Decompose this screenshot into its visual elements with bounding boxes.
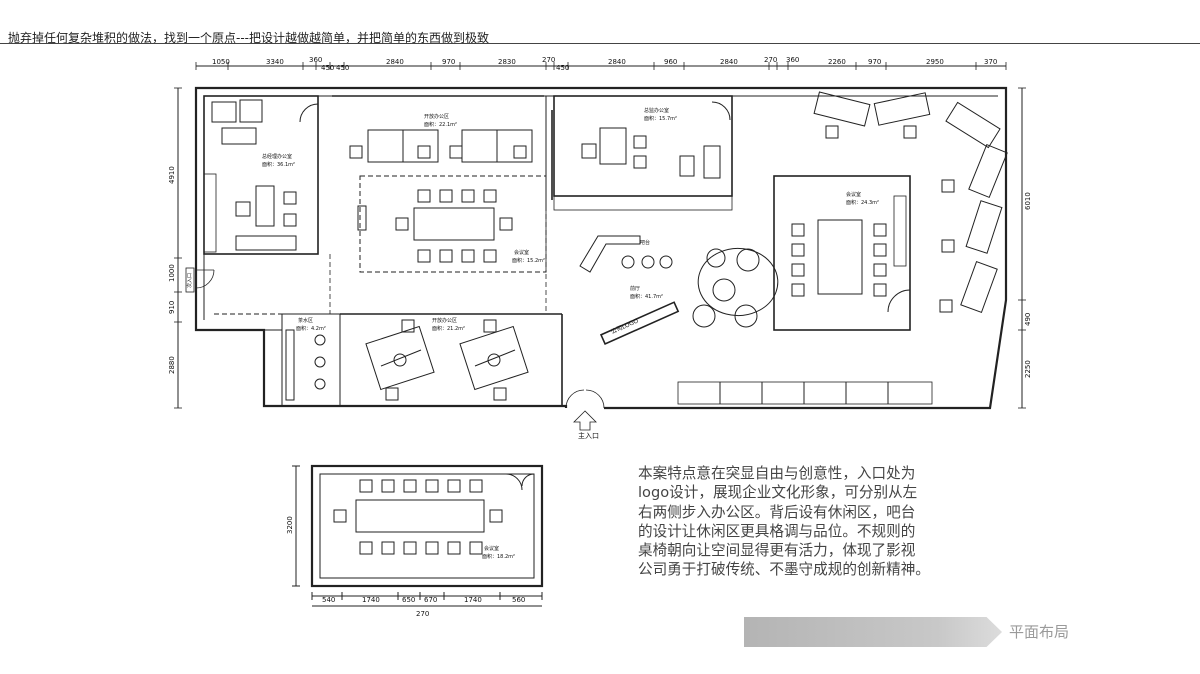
inset-dim-label: 560 <box>512 596 525 604</box>
label-open-area: 面积：22.1m² <box>424 121 457 128</box>
open-office-bottom-room <box>214 313 563 406</box>
meeting-room-2 <box>773 175 911 331</box>
dim-top-label: 960 <box>664 58 677 66</box>
description-line: logo设计，展现企业文化形象，可分别从左 <box>638 484 918 502</box>
label-finance-office: 总监办公室 <box>644 107 669 114</box>
top-dimension-ticks <box>195 62 1007 70</box>
left-dimension-labels: 4910 1000 910 2880 <box>168 166 176 374</box>
dim-top-label: 970 <box>442 58 455 66</box>
section-tag-label: 平面布局 <box>1009 623 1070 641</box>
inset-dim-label: 1740 <box>464 596 482 604</box>
dim-top-label: 370 <box>984 58 997 66</box>
label-meeting-2-area: 面积：24.3m² <box>846 199 879 206</box>
inset-meeting-room <box>292 464 544 607</box>
dim-top-label: 3340 <box>266 58 284 66</box>
dim-top-label: 270 <box>542 56 555 64</box>
description-line: 桌椅朝向让空间显得更有活力，体现了影视 <box>638 542 916 560</box>
dim-left-label: 2880 <box>168 356 176 374</box>
label-manager-area: 面积：36.1m² <box>262 161 295 168</box>
dim-top-label: 2830 <box>498 58 516 66</box>
logo-wall <box>599 301 680 345</box>
dim-top-label: 450 <box>556 64 569 72</box>
dim-top-label: 2840 <box>720 58 738 66</box>
label-manager-office: 总经理办公室 <box>262 153 292 160</box>
dim-top-label: 2260 <box>828 58 846 66</box>
dim-top-label: 270 <box>764 56 777 64</box>
dim-left-label: 4910 <box>168 166 176 184</box>
dim-top-label: 360 <box>786 56 799 64</box>
label-meeting-room-2: 会议室 <box>846 191 861 198</box>
description-line: 公司勇于打破传统、不墨守成规的创新精神。 <box>638 561 930 579</box>
description-line: 本案特点意在突显自由与创意性，入口处为 <box>638 465 916 482</box>
dim-top-label: 1050 <box>212 58 230 66</box>
tea-area <box>281 313 341 407</box>
dim-top-label: 2840 <box>386 58 404 66</box>
label-hall: 前厅 <box>630 285 640 292</box>
left-dimension-ticks <box>174 87 182 409</box>
design-description: 本案特点意在突显自由与创意性，入口处为 logo设计，展现企业文化形象，可分别从… <box>638 464 988 580</box>
label-tea-area: 茶水区 <box>298 317 313 324</box>
label-open-office-2-area: 面积：21.2m² <box>432 325 465 332</box>
dim-top-label: 2950 <box>926 58 944 66</box>
description-line: 右两侧步入办公区。背后设有休闲区，吧台 <box>638 503 916 521</box>
dim-top-label: 970 <box>868 58 881 66</box>
right-workstations <box>677 91 1008 405</box>
dim-left-label: 1000 <box>168 264 176 282</box>
right-dimension-labels: 6010 490 2250 <box>1024 192 1032 378</box>
label-meeting-1-area: 面积：15.2m² <box>512 257 545 264</box>
label-main-entrance: 主入口 <box>578 431 599 440</box>
inset-room-name: 会议室 <box>484 545 499 552</box>
dim-right-label: 6010 <box>1024 192 1032 210</box>
meeting-room-1 <box>357 175 547 273</box>
inset-room-labels: 会议室 面积：18.2m² <box>482 545 515 560</box>
inset-height-label: 3200 <box>286 516 294 534</box>
label-meeting-room-1: 会议室 <box>514 249 529 256</box>
description-line: 的设计让休闲区更具格调与品位。不规则的 <box>638 522 916 540</box>
bar-counter <box>579 235 673 273</box>
inset-dim-label: 1740 <box>362 596 380 604</box>
label-tea-area-size: 面积：4.2m² <box>296 325 326 332</box>
dim-top-label: 450 <box>321 64 334 72</box>
inset-room-area: 面积：18.2m² <box>482 553 515 560</box>
dim-top-label: 450 <box>336 64 349 72</box>
label-open-office: 开放办公区 <box>424 113 449 120</box>
side-entrance-door <box>185 267 215 293</box>
area-dividers <box>329 210 547 314</box>
header-divider <box>0 43 1200 44</box>
page-header-title: 抛弃掉任何复杂堆积的做法，找到一个原点---把设计越做越简单，并把简单的东西做到… <box>8 31 489 45</box>
inset-total-label: 270 <box>416 610 429 618</box>
inset-dimension-labels: 540 1740 650 670 1740 560 270 3200 <box>286 516 525 618</box>
manager-office-room <box>203 95 319 255</box>
open-office-top-room <box>332 95 544 163</box>
room-labels: 总经理办公室 面积：36.1m² 开放办公区 面积：22.1m² 总监办公室 面… <box>186 107 879 440</box>
dim-right-label: 2250 <box>1024 360 1032 378</box>
label-side-entrance: 次入口 <box>186 273 193 288</box>
inset-dim-label: 670 <box>424 596 437 604</box>
inset-dim-label: 650 <box>402 596 415 604</box>
main-entrance-doors <box>565 389 605 431</box>
right-dimension-ticks <box>1018 87 1026 409</box>
dim-right-label: 490 <box>1024 313 1032 326</box>
dim-left-label: 910 <box>168 301 176 314</box>
label-bar: 吧台 <box>640 239 650 246</box>
section-tag-bar <box>744 617 1002 647</box>
label-hall-area: 面积：41.7m² <box>630 293 663 300</box>
dim-top-label: 360 <box>309 56 322 64</box>
label-finance-area: 面积：15.7m² <box>644 115 677 122</box>
dim-top-label: 2840 <box>608 58 626 66</box>
finance-office-room <box>545 95 733 211</box>
inset-dim-label: 540 <box>322 596 335 604</box>
top-dimension-labels: 1050 3340 360 450 450 2840 970 2830 270 … <box>212 56 997 72</box>
label-open-office-2: 开放办公区 <box>432 317 457 324</box>
lounge-area <box>692 248 779 328</box>
